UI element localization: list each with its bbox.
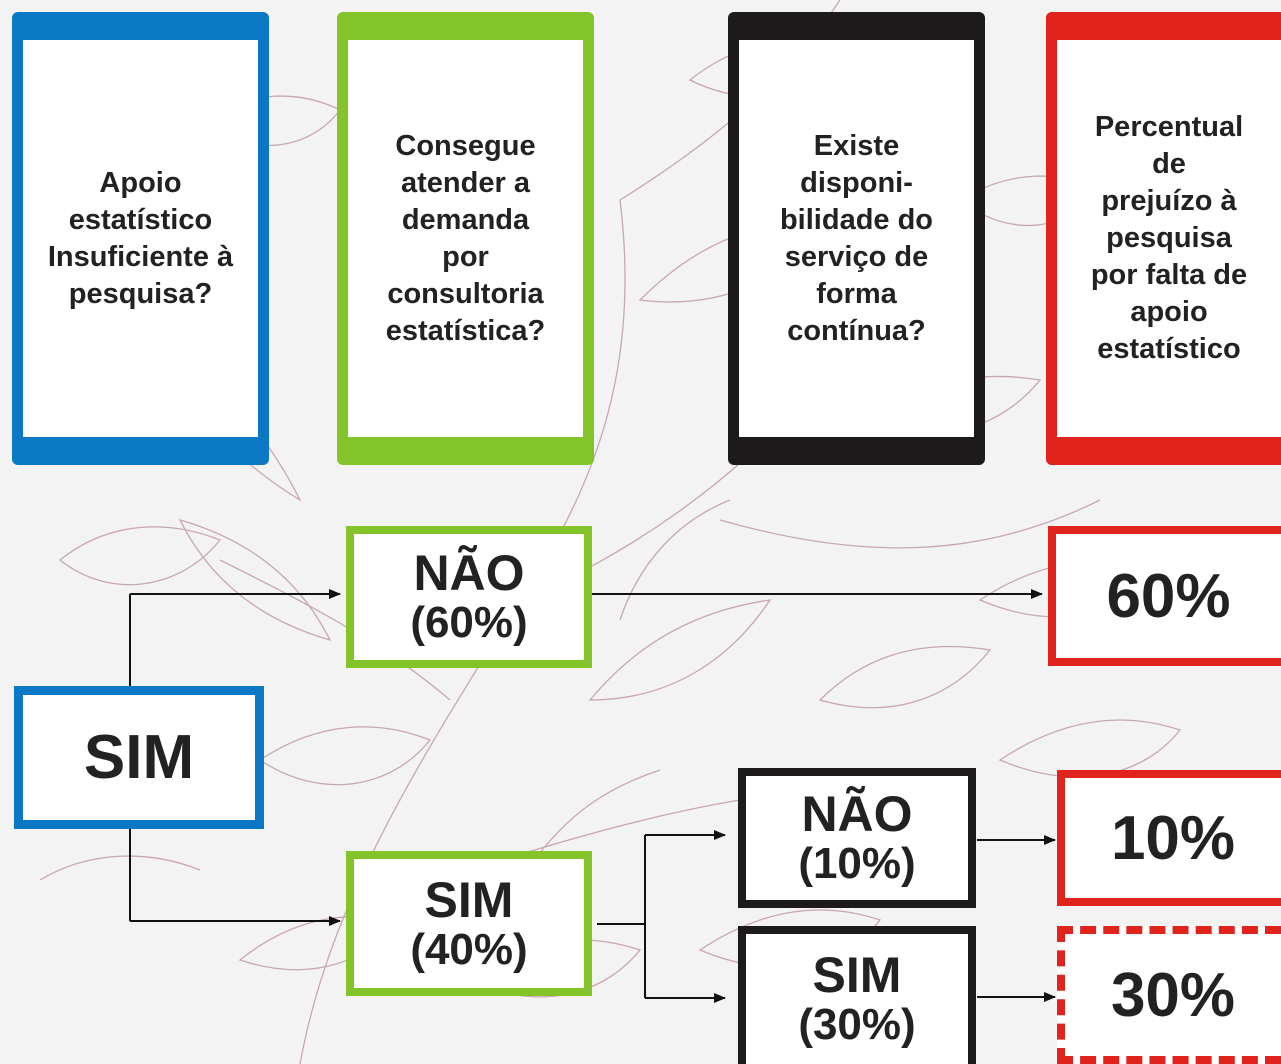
result-60-value: 60%: [1106, 561, 1231, 631]
header-service-availability: Existe disponi- bilidade do serviço de f…: [728, 12, 985, 465]
node-q3-nao: NÃO (10%): [738, 768, 976, 908]
result-10-value: 10%: [1110, 803, 1236, 873]
node-root-label: SIM: [83, 722, 195, 792]
header-research-loss-percent: Percentual de prejuízo à pesquisa por fa…: [1046, 12, 1281, 465]
node-root-sim: SIM: [14, 686, 264, 829]
node-q3-sim: SIM (30%): [738, 926, 976, 1064]
result-box-60: 60%: [1048, 526, 1281, 666]
header-insufficient-support-text: Apoio estatístico Insuficiente à pesquis…: [47, 166, 234, 310]
header-research-loss-percent-text: Percentual de prejuízo à pesquisa por fa…: [1090, 111, 1248, 365]
node-q3-nao-pct: (10%): [798, 839, 916, 888]
node-q3-sim-pct: (30%): [798, 1000, 916, 1049]
node-q2-sim-label: SIM: [424, 871, 514, 928]
node-q2-sim-pct: (40%): [410, 924, 528, 974]
node-q2-nao-pct: (60%): [410, 598, 528, 647]
node-q3-nao-label: NÃO: [801, 786, 913, 842]
node-q2-sim: SIM (40%): [346, 851, 592, 996]
header-service-availability-text: Existe disponi- bilidade do serviço de f…: [779, 129, 934, 347]
header-meets-demand-text: Consegue atender a demanda por consultor…: [385, 129, 546, 347]
node-q2-nao: NÃO (60%): [346, 526, 592, 668]
node-q2-nao-label: NÃO: [413, 545, 525, 601]
result-box-10: 10%: [1057, 770, 1281, 906]
result-30-value: 30%: [1110, 960, 1236, 1030]
header-meets-demand: Consegue atender a demanda por consultor…: [337, 12, 594, 465]
result-box-30: 30%: [1057, 926, 1281, 1064]
header-insufficient-support: Apoio estatístico Insuficiente à pesquis…: [12, 12, 269, 465]
node-q3-sim-label: SIM: [812, 947, 902, 1003]
